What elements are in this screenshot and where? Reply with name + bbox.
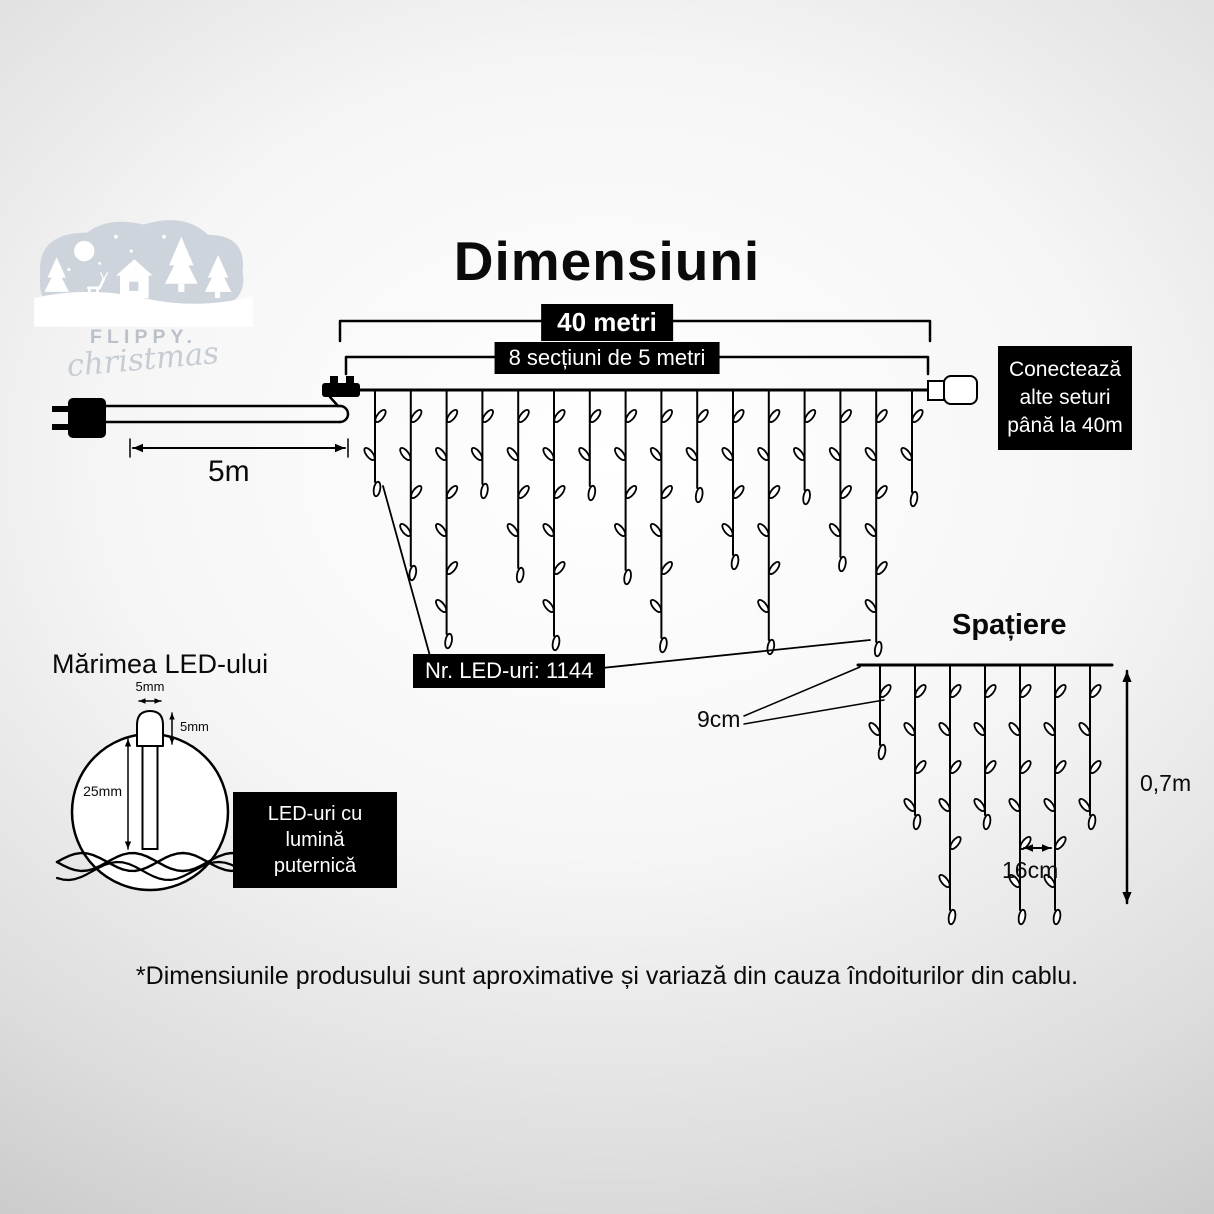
brand-name: FLIPPY. (90, 326, 197, 348)
lead-length-label: 5m (208, 455, 250, 488)
sections-badge: 8 secțiuni de 5 metri (494, 342, 720, 374)
spacing-section-title: Spațiere (952, 609, 1067, 641)
connect-note-badge: Conectează alte seturi până la 40m (998, 346, 1132, 451)
total-length-badge: 40 metri (541, 304, 673, 341)
brand-script: christmas (65, 336, 220, 378)
led-cap-height-label: 5mm (180, 719, 209, 734)
page-title: Dimensiuni (453, 230, 761, 292)
led-body-length-label: 25mm (83, 783, 122, 799)
brand-logo: FLIPPY. christmas (34, 220, 253, 378)
led-count-badge: Nr. LED-uri: 1144 (413, 654, 606, 688)
drop-length-label: 0,7m (1140, 770, 1192, 796)
horizontal-spacing-label: 16cm (1002, 857, 1059, 883)
disclaimer-text: *Dimensiunile produsului sunt aproximati… (135, 962, 1079, 990)
led-size-section-title: Mărimea LED-ului (52, 649, 269, 679)
led-note-badge: LED-uri cu lumină puternică (233, 792, 397, 888)
bulb-spacing-label: 9cm (697, 706, 741, 732)
winter-scene-illustration (34, 220, 253, 327)
snow-ground (34, 291, 253, 327)
house-window (129, 281, 139, 291)
led-cap-width-label: 5mm (135, 679, 165, 694)
